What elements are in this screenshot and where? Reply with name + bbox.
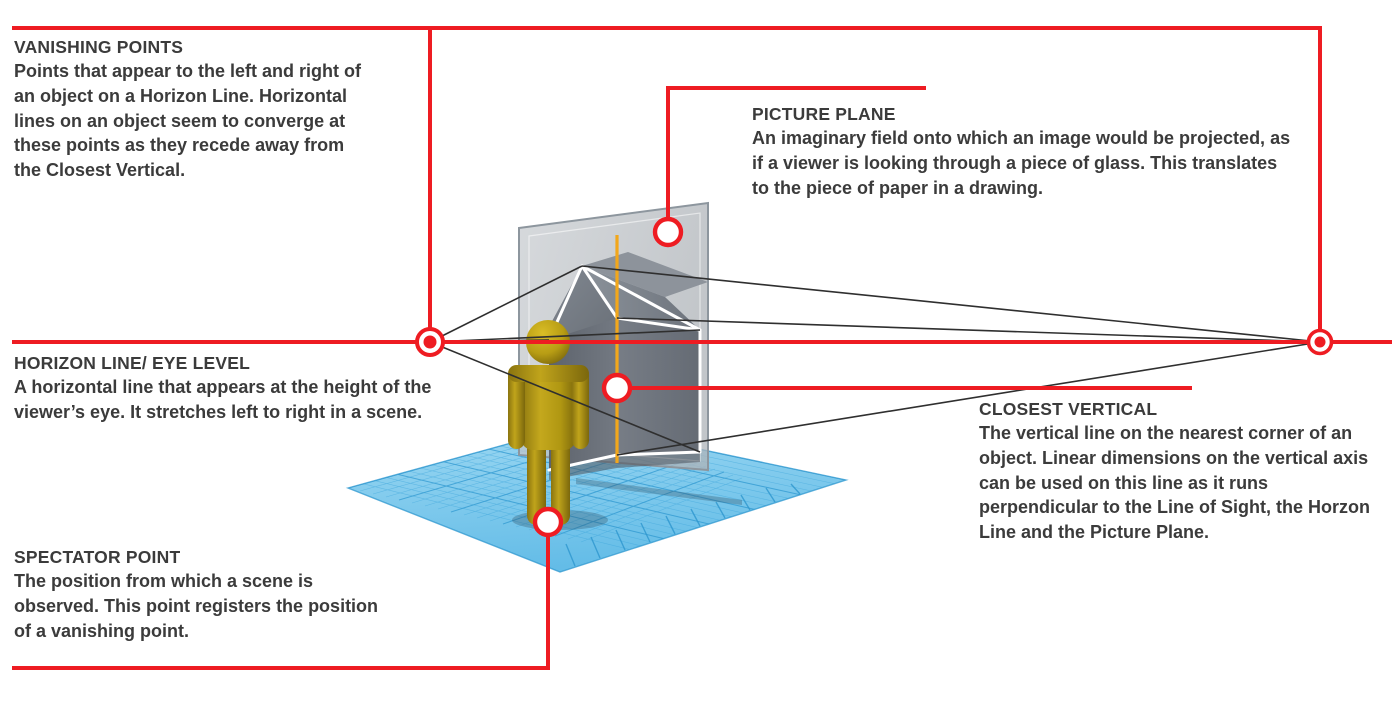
spectator-point-marker[interactable] bbox=[532, 506, 564, 538]
callout-picture-plane: PICTURE PLANE An imaginary field onto wh… bbox=[752, 103, 1297, 200]
callout-body-vanishing-points: Points that appear to the left and right… bbox=[14, 61, 362, 181]
callout-body-picture-plane: An imaginary field onto which an image w… bbox=[752, 128, 1291, 198]
callout-horizon-line: HORIZON LINE/ EYE LEVEL A horizontal lin… bbox=[14, 352, 484, 425]
leader-lines bbox=[12, 26, 1392, 670]
callout-title-spectator-point: SPECTATOR POINT bbox=[14, 547, 181, 567]
callout-title-vanishing-points: VANISHING POINTS bbox=[14, 37, 184, 57]
vanishing-point-left-marker[interactable] bbox=[415, 327, 445, 357]
callout-body-closest-vertical: The vertical line on the nearest corner … bbox=[979, 423, 1370, 543]
vanishing-point-right-marker[interactable] bbox=[1306, 328, 1334, 356]
callout-title-picture-plane: PICTURE PLANE bbox=[752, 104, 896, 124]
callout-vanishing-points: VANISHING POINTS Points that appear to t… bbox=[14, 36, 364, 183]
callout-title-closest-vertical: CLOSEST VERTICAL bbox=[979, 399, 1158, 419]
leader-vanishing-points bbox=[12, 26, 1322, 344]
callout-body-horizon-line: A horizontal line that appears at the he… bbox=[14, 377, 432, 423]
convergence-lines bbox=[429, 265, 1321, 456]
markers bbox=[415, 216, 1334, 538]
leader-spectator-point bbox=[12, 520, 550, 670]
leader-picture-plane bbox=[666, 86, 926, 234]
callout-title-horizon-line: HORIZON LINE/ EYE LEVEL bbox=[14, 353, 251, 373]
callout-closest-vertical: CLOSEST VERTICAL The vertical line on th… bbox=[979, 398, 1389, 545]
callout-body-spectator-point: The position from which a scene is obser… bbox=[14, 571, 379, 641]
closest-vertical-point-marker[interactable] bbox=[601, 372, 633, 404]
ground-edge-ticks bbox=[565, 483, 801, 567]
callout-spectator-point: SPECTATOR POINT The position from which … bbox=[14, 546, 394, 643]
picture-plane-point-marker[interactable] bbox=[652, 216, 684, 248]
